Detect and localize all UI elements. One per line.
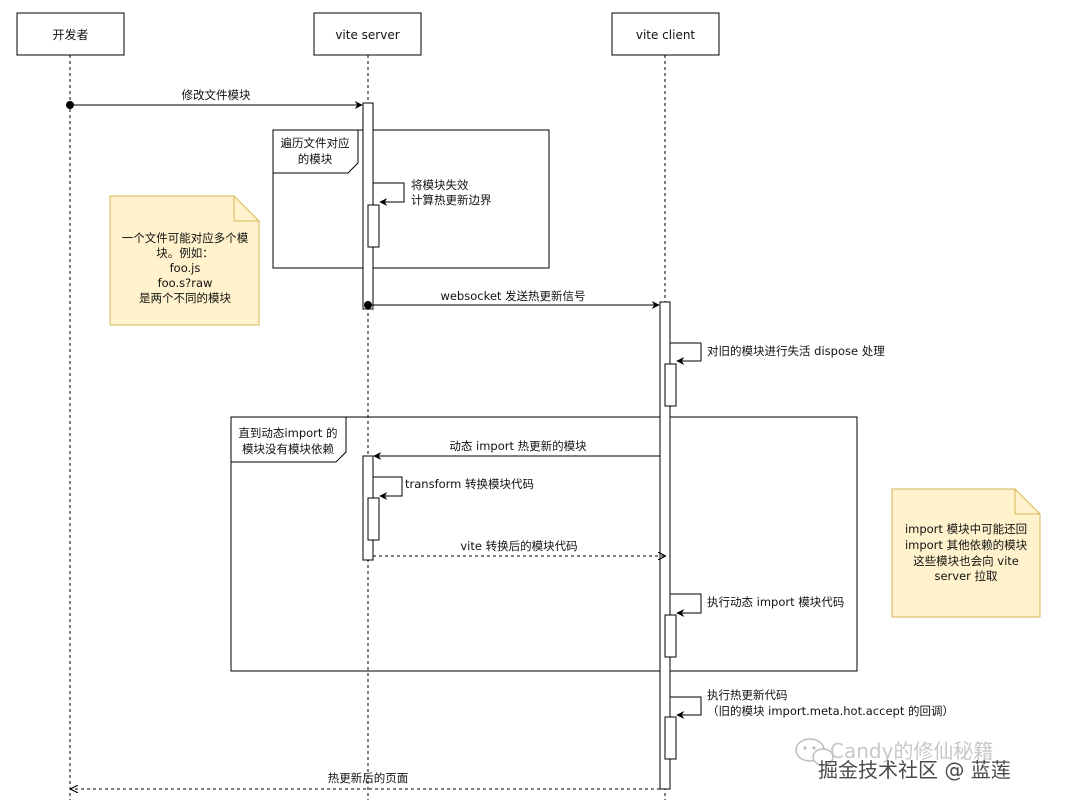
message-exec-hot-label-2: （旧的模块 import.meta.hot.accept 的回调） [707,704,954,718]
message-modify: 修改文件模块 [66,88,363,109]
loop-frame-dynamic-import-label-2: 模块没有模块依赖 [242,442,334,456]
note-multiple-modules-line-3: foo.js [170,261,201,275]
message-websocket: websocket 发送热更新信号 [364,289,660,309]
note-dependent-modules-line-1: import 模块中可能还回 [905,522,1027,536]
participant-vite-server: vite server [313,12,422,56]
participant-vite-client-label: vite client [636,28,696,42]
wechat-icon [795,738,834,766]
watermark: Candy的修仙秘籍 [795,738,993,766]
note-multiple-modules-line-2: 块。例如： [156,246,214,260]
message-dynamic-import: 动态 import 热更新的模块 [373,439,660,460]
note-dependent-modules: import 模块中可能还回 import 其他依赖的模块 这些模块也会向 vi… [891,488,1041,618]
activation-server-self-1 [367,204,380,248]
loop-frame-modules: 遍历文件对应 的模块 [272,129,550,269]
activation-client-exec-dynamic [664,614,677,658]
note-dependent-modules-line-2: import 其他依赖的模块 [905,538,1028,552]
note-dependent-modules-line-4: server 拉取 [934,569,998,583]
loop-frame-modules-label-1: 遍历文件对应 [281,136,350,150]
message-exec-dynamic: 执行动态 import 模块代码 [670,593,844,617]
activation-client-exec-hot [664,716,677,760]
message-invalidate-label-2: 计算热更新边界 [411,193,492,207]
note-dependent-modules-line-3: 这些模块也会向 vite [913,554,1019,568]
message-page-updated-label: 热更新后的页面 [328,771,409,785]
message-exec-dynamic-label: 执行动态 import 模块代码 [707,595,844,609]
loop-frame-dynamic-import: 直到动态import 的 模块没有模块依赖 [230,416,858,672]
message-transform-label: transform 转换模块代码 [405,477,534,491]
participant-vite-server-label: vite server [335,28,399,42]
message-transformed-code-label: vite 转换后的模块代码 [460,539,577,553]
message-exec-hot-label-1: 执行热更新代码 [707,688,788,702]
message-dispose-label: 对旧的模块进行失活 dispose 处理 [707,344,885,358]
note-multiple-modules-line-4: foo.s?raw [158,276,213,290]
message-exec-hot: 执行热更新代码 （旧的模块 import.meta.hot.accept 的回调… [670,688,954,719]
note-multiple-modules-line-5: 是两个不同的模块 [139,291,231,305]
message-dynamic-import-label: 动态 import 热更新的模块 [449,439,587,453]
message-dispose: 对旧的模块进行失活 dispose 处理 [670,342,885,365]
participant-developer: 开发者 [16,12,125,56]
watermark-line-2: 掘金技术社区 @ 蓝莲 [818,758,1011,782]
activation-client-dispose [664,363,677,407]
message-page-updated: 热更新后的页面 [71,771,660,789]
message-invalidate: 将模块失效 计算热更新边界 [373,178,492,207]
activation-client-main [659,301,671,790]
message-transform: transform 转换模块代码 [373,476,534,500]
watermark-line-1: Candy的修仙秘籍 [830,739,993,763]
message-invalidate-label-1: 将模块失效 [411,178,469,192]
activation-server-self-2 [367,497,380,541]
note-multiple-modules: 一个文件可能对应多个模 块。例如： foo.js foo.s?raw 是两个不同… [109,195,260,326]
loop-frame-modules-label-2: 的模块 [298,152,333,166]
message-modify-label: 修改文件模块 [182,88,251,102]
loop-frame-dynamic-import-label-1: 直到动态import 的 [238,426,337,440]
note-multiple-modules-line-1: 一个文件可能对应多个模 [122,231,249,245]
message-websocket-label: websocket 发送热更新信号 [440,289,585,303]
participant-vite-client: vite client [611,12,720,56]
message-transformed-code: vite 转换后的模块代码 [373,539,665,556]
participant-developer-label: 开发者 [52,27,88,42]
